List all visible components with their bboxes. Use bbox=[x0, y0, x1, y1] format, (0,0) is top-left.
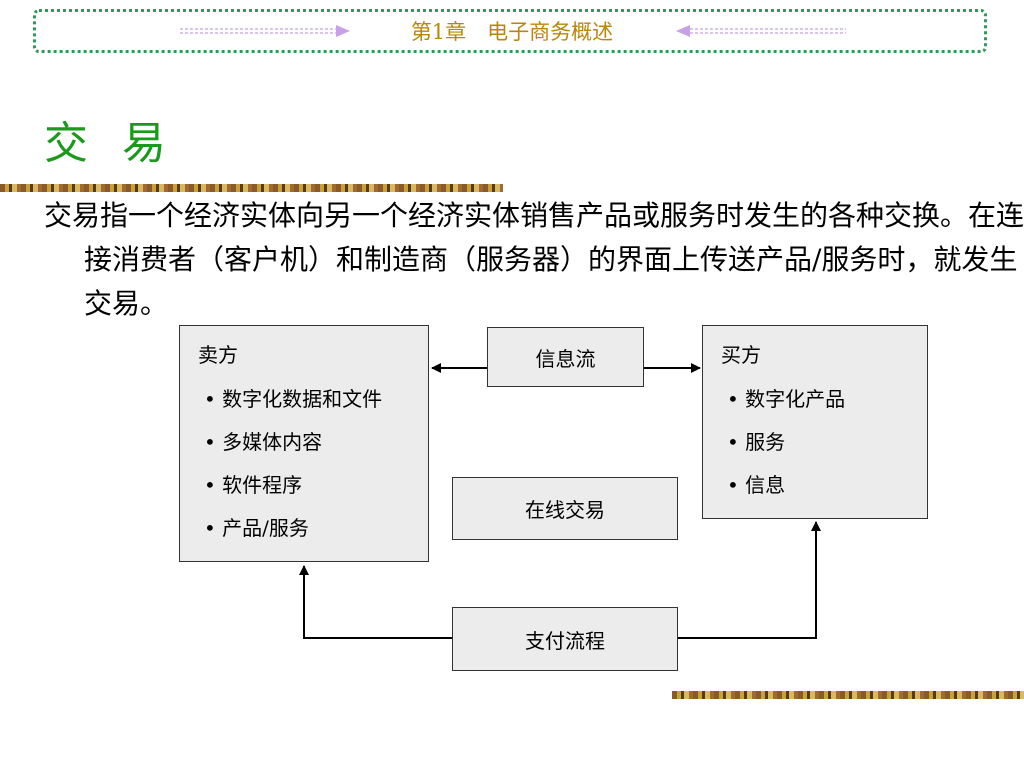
online-trade-box: 在线交易 bbox=[452, 477, 678, 540]
buyer-box: 买方 数字化产品 服务 信息 bbox=[702, 325, 928, 519]
header-left-arrow-icon bbox=[180, 25, 350, 37]
payment-to-seller-arrow bbox=[299, 565, 453, 639]
decorative-band-bottom bbox=[672, 691, 1024, 699]
buyer-heading: 买方 bbox=[721, 343, 761, 367]
seller-item: 软件程序 bbox=[198, 470, 428, 500]
payment-flow-box: 支付流程 bbox=[452, 607, 678, 671]
slide-title: 交 易 bbox=[44, 118, 176, 169]
seller-heading: 卖方 bbox=[198, 343, 238, 367]
header-frame bbox=[33, 9, 987, 53]
chapter-title: 第1章 电子商务概述 bbox=[410, 20, 614, 44]
seller-item: 产品/服务 bbox=[198, 513, 428, 543]
definition-paragraph: 交易指一个经济实体向另一个经济实体销售产品或服务时发生的各种交换。在连接消费者（… bbox=[44, 199, 1024, 320]
buyer-item: 数字化产品 bbox=[721, 384, 927, 414]
decorative-band-top bbox=[0, 184, 503, 192]
buyer-item: 信息 bbox=[721, 470, 927, 500]
buyer-item: 服务 bbox=[721, 427, 927, 457]
seller-box: 卖方 数字化数据和文件 多媒体内容 软件程序 产品/服务 bbox=[179, 325, 429, 562]
header-right-arrow-icon bbox=[676, 25, 846, 37]
info-flow-box: 信息流 bbox=[487, 327, 644, 387]
seller-item: 数字化数据和文件 bbox=[198, 384, 428, 414]
payment-to-buyer-arrow bbox=[677, 521, 821, 639]
seller-item: 多媒体内容 bbox=[198, 427, 428, 457]
